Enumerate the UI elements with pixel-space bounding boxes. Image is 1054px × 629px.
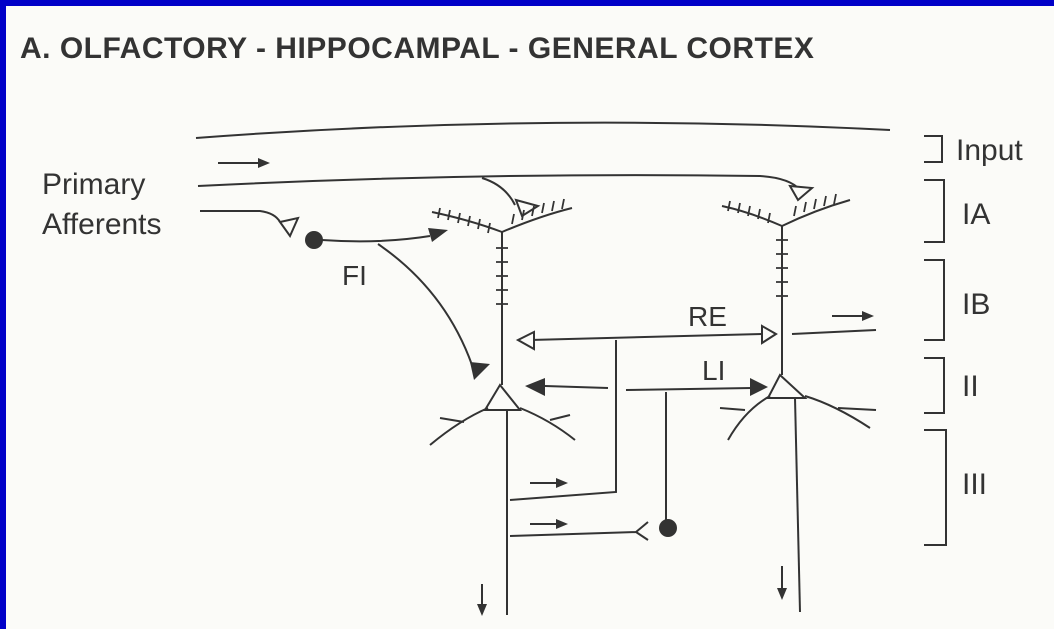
cortical-surface-line: [195, 121, 891, 139]
re-collateral: [509, 340, 617, 501]
li-synapse-icon: [525, 378, 545, 396]
afferent-terminal-icon: [514, 198, 541, 218]
bracket-ii: [924, 357, 945, 414]
right-arrow-icon: [530, 478, 568, 488]
afferent-terminal-icon: [788, 184, 815, 202]
afferent-terminal-icon: [278, 216, 300, 239]
bracket-iii: [924, 429, 947, 546]
label-fi: FI: [342, 260, 367, 291]
layer-label-ia: IA: [962, 198, 990, 231]
layer-label-input: Input: [956, 134, 1023, 167]
layer-label-ii: II: [962, 370, 979, 403]
label-primary: Primary: [42, 168, 145, 201]
down-arrow-icon: [477, 584, 487, 616]
bracket-ia: [924, 179, 945, 243]
re-terminal-icon: [515, 330, 535, 351]
right-arrow-icon: [530, 519, 568, 529]
fi-descending-axon: [377, 243, 473, 366]
fi-interneuron-soma-icon: [305, 231, 323, 249]
li-input-fiber: [509, 521, 649, 541]
li-fiber-left: [544, 385, 609, 389]
re-fiber: [529, 333, 763, 341]
down-arrow-icon: [777, 566, 787, 600]
fi-axon: [321, 235, 431, 243]
fi-synapse-icon: [470, 362, 490, 380]
li-interneuron-soma-icon: [659, 519, 677, 537]
bracket-ib: [924, 259, 945, 341]
layer-label-iii: III: [962, 468, 987, 501]
pyramidal-cell-left: [429, 198, 576, 615]
label-li: LI: [702, 355, 725, 386]
label-afferents: Afferents: [42, 208, 162, 241]
fi-synapse-icon: [428, 228, 448, 242]
primary-afferent-fiber-1: [197, 174, 801, 191]
li-synapse-icon: [750, 378, 768, 396]
pyramidal-cell-right: [719, 193, 877, 613]
layer-label-ib: IB: [962, 288, 990, 321]
afferent-branch-to-cell-1: [481, 177, 516, 206]
right-arrow-icon: [832, 311, 874, 321]
li-fiber-right: [625, 387, 753, 391]
label-re: RE: [688, 301, 727, 332]
diagram-title: A. OLFACTORY - HIPPOCAMPAL - GENERAL COR…: [20, 32, 815, 65]
primary-afferent-fiber-2: [200, 210, 281, 223]
input-arrow-icon: [218, 158, 270, 168]
bracket-input: [924, 135, 943, 163]
re-terminal-icon: [761, 324, 778, 345]
diagram-frame: A. OLFACTORY - HIPPOCAMPAL - GENERAL COR…: [6, 6, 1054, 629]
cortex-circuit-diagram: Primary Afferents FI RE LI Input IA IB I…: [42, 121, 1023, 616]
